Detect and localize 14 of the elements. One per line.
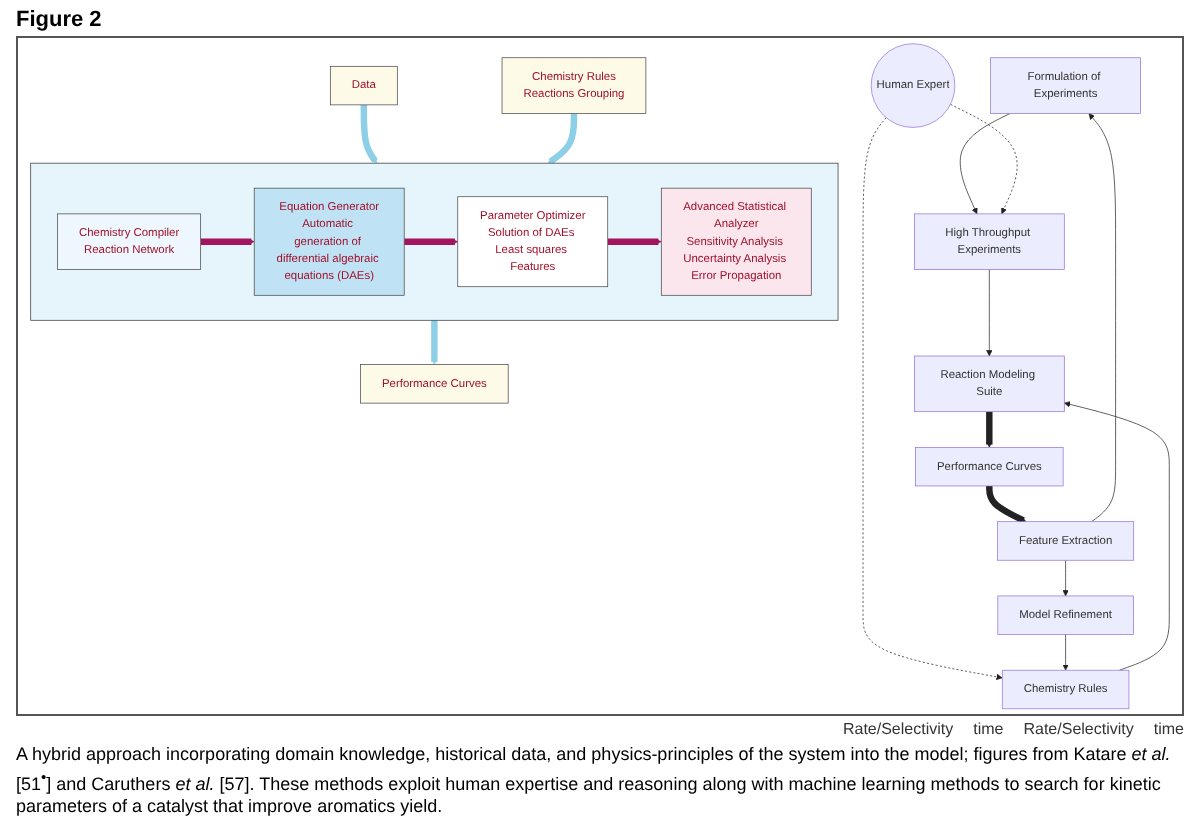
arrow [360,104,378,164]
arrow [607,238,662,245]
cluster [30,162,839,321]
figure-title: Figure 2 [16,8,104,32]
axis-label: time [1153,720,1184,739]
figure-caption: A hybrid approach incorporating domain knowledge, historical data, and physics-principles of the system into the model; figures from Katare et al. [51$^{•}$] and Caruthers et al. [57]. These methods exploit human expertise and reasoning along with machine learning methods to search for kinetic parameters of a catalyst that improve aromatics yield. [16,744,1173,818]
arrow [200,238,255,245]
arrow [404,238,459,245]
axis-label: Rate/Selectivity [842,720,954,739]
arrow [431,320,438,365]
arrow [986,411,993,448]
arrow [547,113,578,165]
arrow [986,485,1027,524]
axis-label: time [973,720,1004,739]
